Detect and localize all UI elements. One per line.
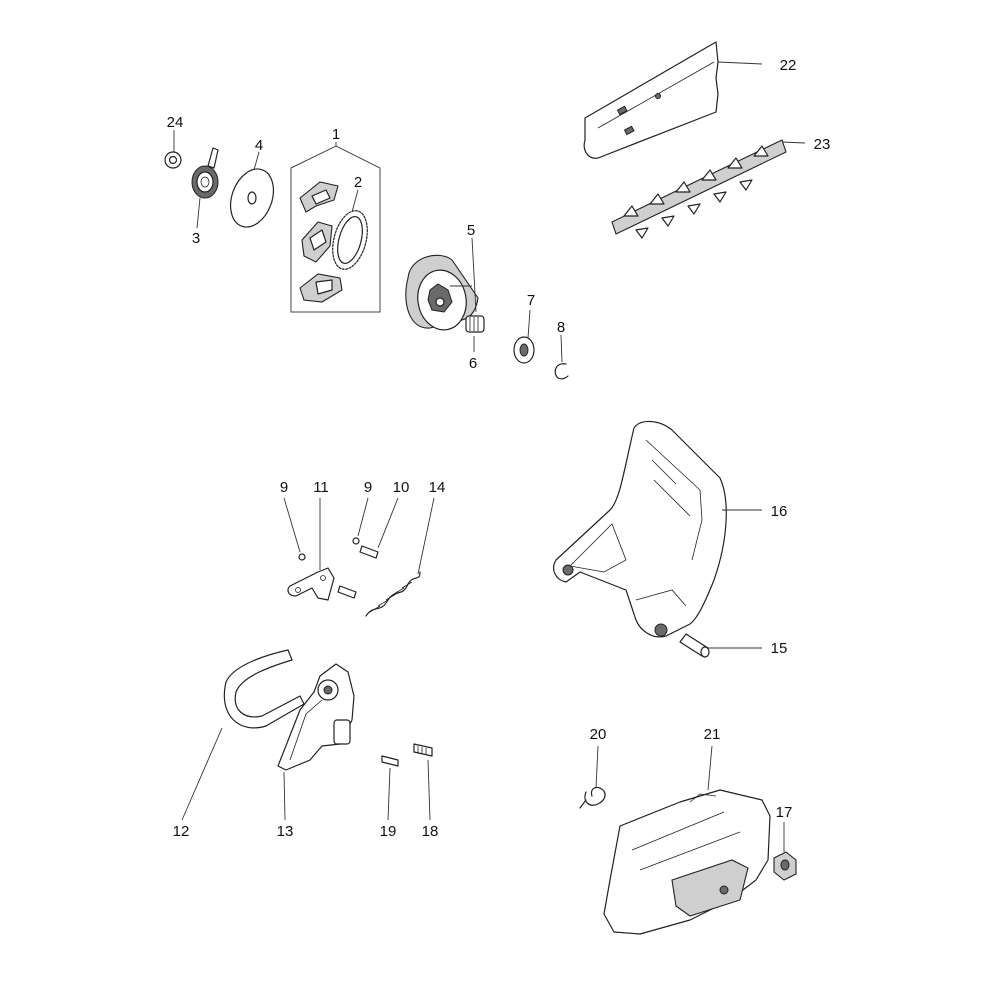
callout-3: 3 <box>192 230 200 247</box>
leader-lines <box>173 61 806 852</box>
callout-16: 16 <box>771 503 788 520</box>
part-2-ring <box>332 210 368 270</box>
part-21-side-cover <box>603 789 771 935</box>
callout-18: 18 <box>422 823 439 840</box>
part-20-small-spring <box>579 786 606 809</box>
callout-7: 7 <box>527 292 535 309</box>
part-1-clutch-assembly <box>290 145 381 313</box>
callout-10: 10 <box>393 479 410 496</box>
part-5-clutch-drum <box>405 254 479 331</box>
part-19-screw <box>381 755 399 767</box>
callout-labels: 1 2 3 4 5 6 7 8 9 9 10 11 12 13 14 15 16… <box>167 57 831 840</box>
part-11-lever <box>287 567 335 601</box>
part-6-bearing <box>465 315 485 333</box>
part-18-screw <box>413 743 433 757</box>
callout-24: 24 <box>167 114 184 131</box>
part-8-e-clip <box>554 363 569 380</box>
part-14-spring <box>365 571 421 617</box>
callout-20: 20 <box>590 726 607 743</box>
part-10-pin-lower <box>337 585 357 599</box>
callout-2: 2 <box>354 174 362 191</box>
callout-21: 21 <box>704 726 721 743</box>
part-24-washer <box>164 151 182 169</box>
part-23-saw-chain <box>611 139 787 239</box>
part-22-guide-bar <box>583 41 719 159</box>
callout-1: 1 <box>332 126 340 143</box>
callout-11: 11 <box>313 479 329 496</box>
callout-15: 15 <box>771 640 788 657</box>
part-9-clip-right <box>352 537 360 545</box>
callout-9-left: 9 <box>280 479 288 496</box>
callout-13: 13 <box>277 823 294 840</box>
part-4-plate <box>229 168 275 228</box>
part-7-washer <box>513 336 535 364</box>
part-12-brake-band <box>223 649 305 729</box>
part-3-spring <box>191 147 219 199</box>
part-9-clip-left <box>298 553 306 561</box>
callout-17: 17 <box>776 804 793 821</box>
callout-9-right: 9 <box>364 479 372 496</box>
callout-5: 5 <box>467 222 475 239</box>
callout-19: 19 <box>380 823 397 840</box>
callout-22: 22 <box>780 57 797 74</box>
callout-12: 12 <box>173 823 190 840</box>
part-13-brake-mechanism <box>277 663 355 771</box>
callout-4: 4 <box>255 137 263 154</box>
part-17-nut <box>773 851 797 881</box>
callout-14: 14 <box>429 479 446 496</box>
part-16-handguard <box>553 420 727 638</box>
part-10-pin-upper <box>359 545 379 559</box>
callout-6: 6 <box>469 355 477 372</box>
callout-23: 23 <box>814 136 831 153</box>
callout-8: 8 <box>557 319 565 336</box>
part-15-pin <box>679 633 710 658</box>
